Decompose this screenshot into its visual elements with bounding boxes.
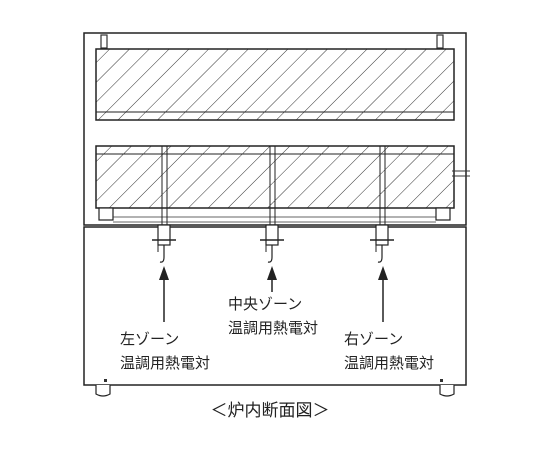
label-center-zone: 中央ゾーン xyxy=(228,295,302,313)
label-right-thermocouple: 温調用熱電対 xyxy=(344,354,434,372)
diagram-caption: ＜炉内断面図＞ xyxy=(211,401,330,421)
thermocouple-center xyxy=(260,146,284,263)
block-support-feet xyxy=(98,207,451,221)
cabinet-marks xyxy=(104,379,443,382)
label-left-thermocouple: 温調用熱電対 xyxy=(120,354,210,372)
arrow-center xyxy=(267,266,277,292)
thermocouple-left xyxy=(152,146,176,263)
upper-insulation-block xyxy=(95,48,455,121)
arrow-left xyxy=(159,266,169,322)
label-right-zone: 右ゾーン xyxy=(344,330,403,348)
label-left-zone: 左ゾーン xyxy=(120,330,179,348)
lid-mounting-posts xyxy=(100,34,444,49)
thermocouple-right xyxy=(370,146,394,263)
side-port xyxy=(452,170,470,177)
cabinet-feet xyxy=(95,385,455,397)
label-center-thermocouple: 温調用熱電対 xyxy=(228,319,318,337)
arrow-right xyxy=(378,266,388,322)
